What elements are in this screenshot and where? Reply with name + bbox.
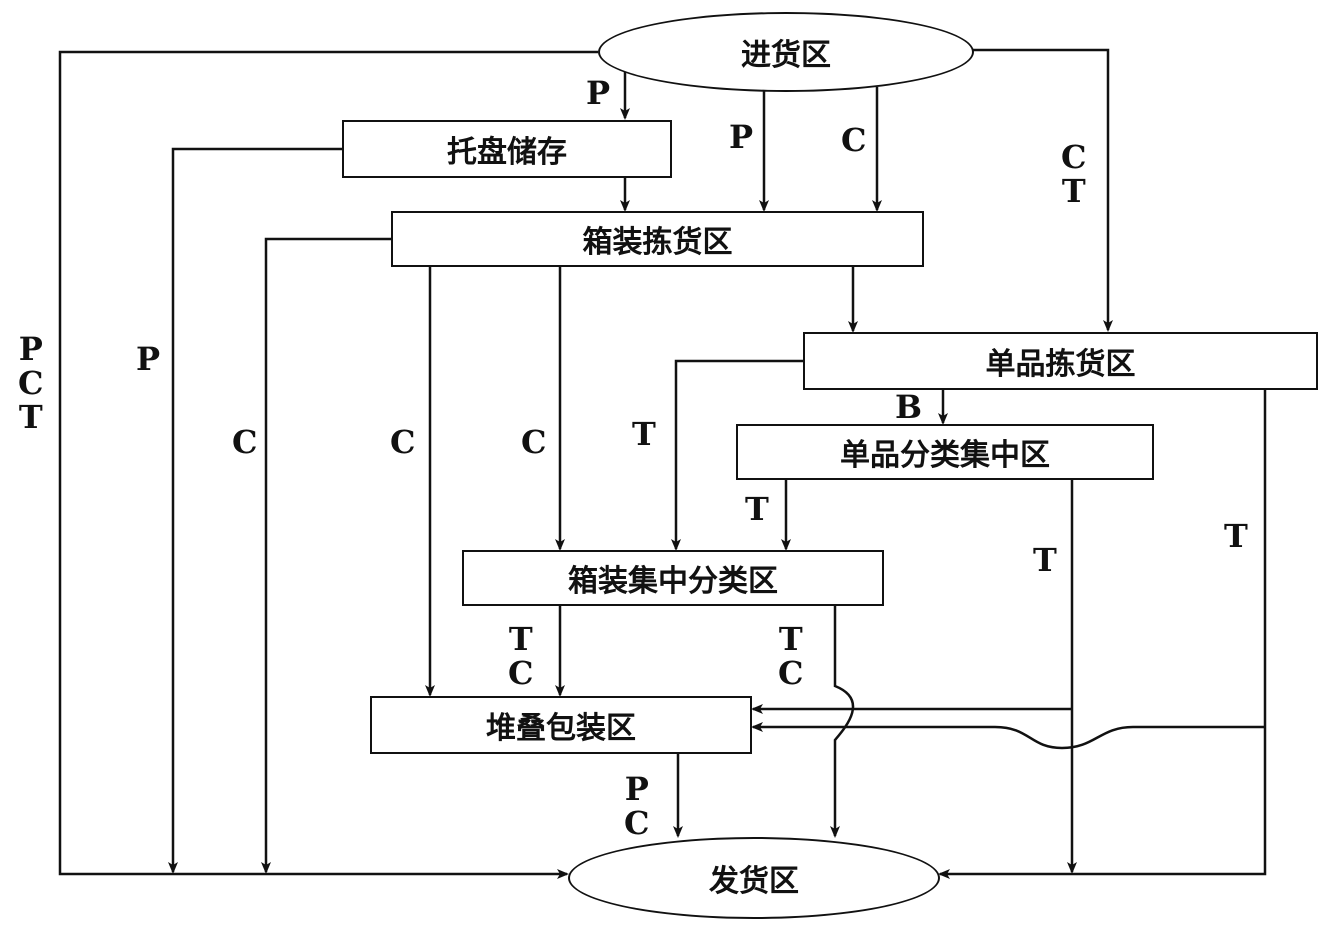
case-picking-node: 箱装拣货区: [391, 211, 924, 267]
shipping-label: 发货区: [709, 864, 799, 899]
pallet-storage-label: 托盘储存: [447, 135, 567, 170]
item-sorting-node: 单品分类集中区: [736, 424, 1154, 480]
case-sorting-node: 箱装集中分类区: [462, 550, 884, 606]
edge-receiving-item: [973, 48, 1113, 332]
item-picking-node: 单品拣货区: [803, 332, 1318, 390]
edge-label-ct-right: C T: [1061, 138, 1087, 210]
receiving-label: 进货区: [741, 38, 831, 73]
item-sorting-label: 单品分类集中区: [840, 438, 1050, 473]
edge-item-casesort: [671, 359, 803, 551]
edge-label-t-mid: T: [1033, 541, 1057, 579]
case-sorting-label: 箱装集中分类区: [568, 564, 778, 599]
edge-label-t-right: T: [1224, 517, 1248, 555]
case-picking-label: 箱装拣货区: [582, 225, 733, 260]
edge-label-c1: C: [232, 423, 258, 461]
edge-item-shipping: [938, 389, 1267, 879]
edge-label-c2: C: [390, 423, 416, 461]
item-picking-label: 单品拣货区: [985, 347, 1136, 382]
edge-label-tc2: T C: [778, 620, 804, 692]
edge-label-b: B: [895, 388, 923, 426]
edge-casesort-shipping: [830, 605, 855, 838]
stack-packing-label: 堆叠包装区: [486, 711, 636, 746]
edge-label-c-top: C: [841, 121, 867, 159]
edge-label-pc: P C: [624, 770, 650, 842]
edge-label-pct: P C T: [18, 330, 44, 436]
edge-pallet-shipping: [168, 147, 342, 874]
shipping-node: 发货区: [568, 837, 940, 919]
edge-item-stack: [751, 722, 1265, 750]
edge-receiving-shipping-left: [58, 50, 598, 879]
edge-label-p-mid: P: [729, 118, 754, 156]
edge-label-t-sort: T: [745, 490, 769, 528]
receiving-node: 进货区: [598, 12, 974, 92]
pallet-storage-node: 托盘储存: [342, 120, 672, 178]
edge-label-p-left: P: [136, 340, 161, 378]
edge-case-shipping: [261, 237, 391, 874]
edge-label-tc1: T C: [508, 620, 534, 692]
edge-label-p-top: P: [586, 74, 611, 112]
edge-label-t-left: T: [632, 415, 656, 453]
edge-label-c3: C: [521, 423, 547, 461]
stack-packing-node: 堆叠包装区: [370, 696, 752, 754]
